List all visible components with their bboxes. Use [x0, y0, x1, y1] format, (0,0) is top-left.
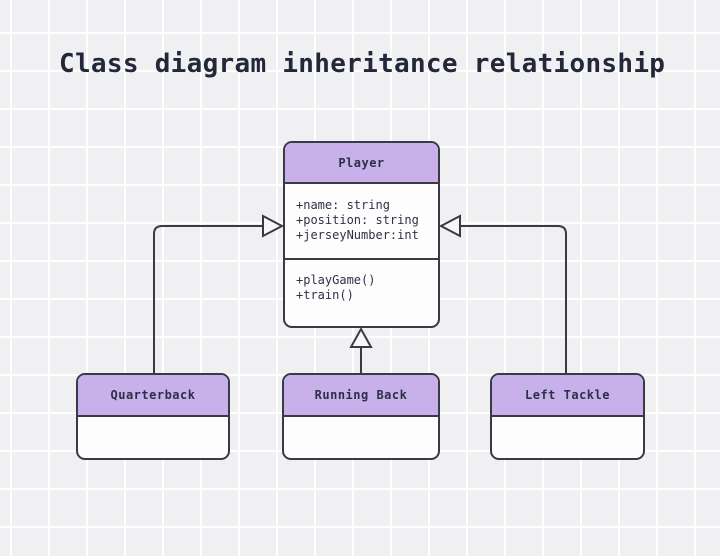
class-name: Running Back	[314, 388, 408, 402]
class-box-lefttackle: Left Tackle	[490, 373, 645, 460]
inheritance-line-lefttackle	[460, 225, 567, 373]
page-title: Class diagram inheritance relationship	[59, 49, 666, 79]
attributes-section: +name: string +position: string +jerseyN…	[285, 184, 438, 260]
inheritance-arrowhead-icon	[438, 214, 461, 238]
class-header: Left Tackle	[492, 375, 643, 417]
attribute-row: +name: string	[296, 198, 390, 212]
class-box-player: Player +name: string +position: string +…	[283, 141, 440, 328]
class-box-runningback: Running Back	[282, 373, 440, 460]
class-header: Quarterback	[78, 375, 228, 417]
method-row: +train()	[296, 288, 354, 302]
class-box-quarterback: Quarterback	[76, 373, 230, 460]
method-row: +playGame()	[296, 273, 376, 287]
class-name: Quarterback	[110, 388, 196, 402]
inheritance-line-quarterback	[153, 225, 263, 373]
class-header: Player	[285, 143, 438, 184]
class-name: Left Tackle	[525, 388, 610, 402]
methods-section: +playGame() +train()	[285, 260, 438, 303]
class-name: Player	[338, 155, 385, 170]
attribute-row: +position: string	[296, 213, 419, 227]
inheritance-arrowhead-icon	[262, 214, 285, 238]
inheritance-arrowhead-icon	[349, 326, 373, 348]
class-header: Running Back	[284, 375, 438, 417]
attribute-row: +jerseyNumber:int	[296, 228, 419, 242]
